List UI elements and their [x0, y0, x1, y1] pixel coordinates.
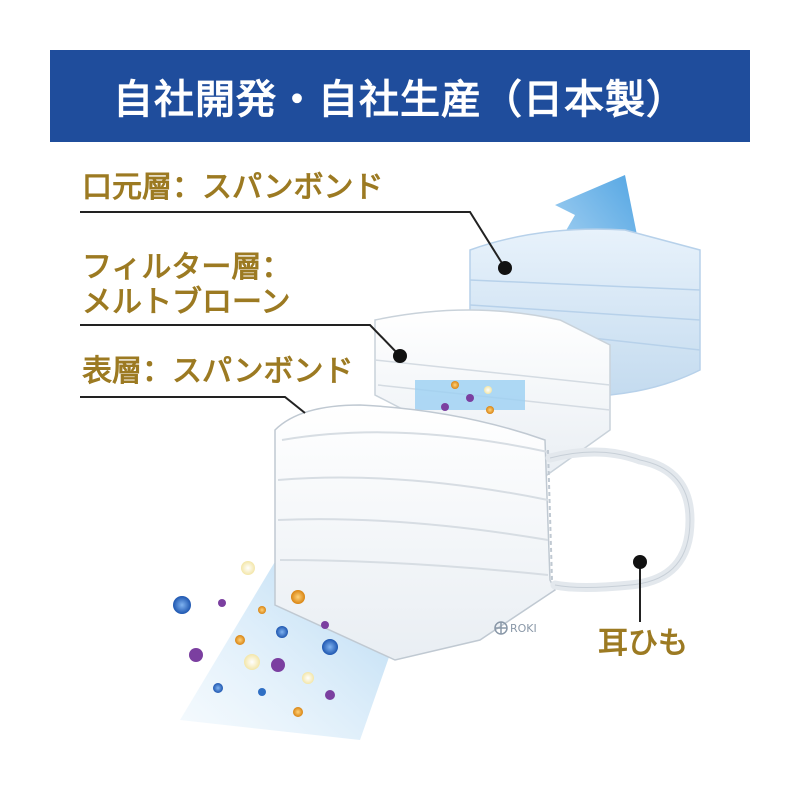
filter-layer-label-line1: フィルター層：: [82, 250, 292, 285]
banner-title: 自社開発・自社生産（日本製）: [113, 77, 687, 123]
outer-layer-label: 表層：スパンボンド: [82, 354, 354, 389]
leader-lines: [80, 211, 641, 622]
filter-layer-marker: [393, 349, 407, 363]
particles: [173, 381, 494, 717]
roki-logo: [494, 621, 508, 635]
inner-layer-marker: [498, 261, 512, 275]
outer-layer-mask: [274, 404, 695, 661]
inner-layer-label: 口元層：スパンボンド: [82, 170, 384, 205]
ear-loop-marker: [633, 555, 647, 569]
filter-layer-sheet: [374, 309, 611, 481]
ear-loop-label: 耳ひも: [598, 626, 688, 661]
filter-layer-label-line2: メルトブローン: [82, 285, 291, 320]
roki-logo-text: ROKI: [510, 622, 537, 635]
title-banner: 自社開発・自社生産（日本製）: [50, 50, 750, 142]
